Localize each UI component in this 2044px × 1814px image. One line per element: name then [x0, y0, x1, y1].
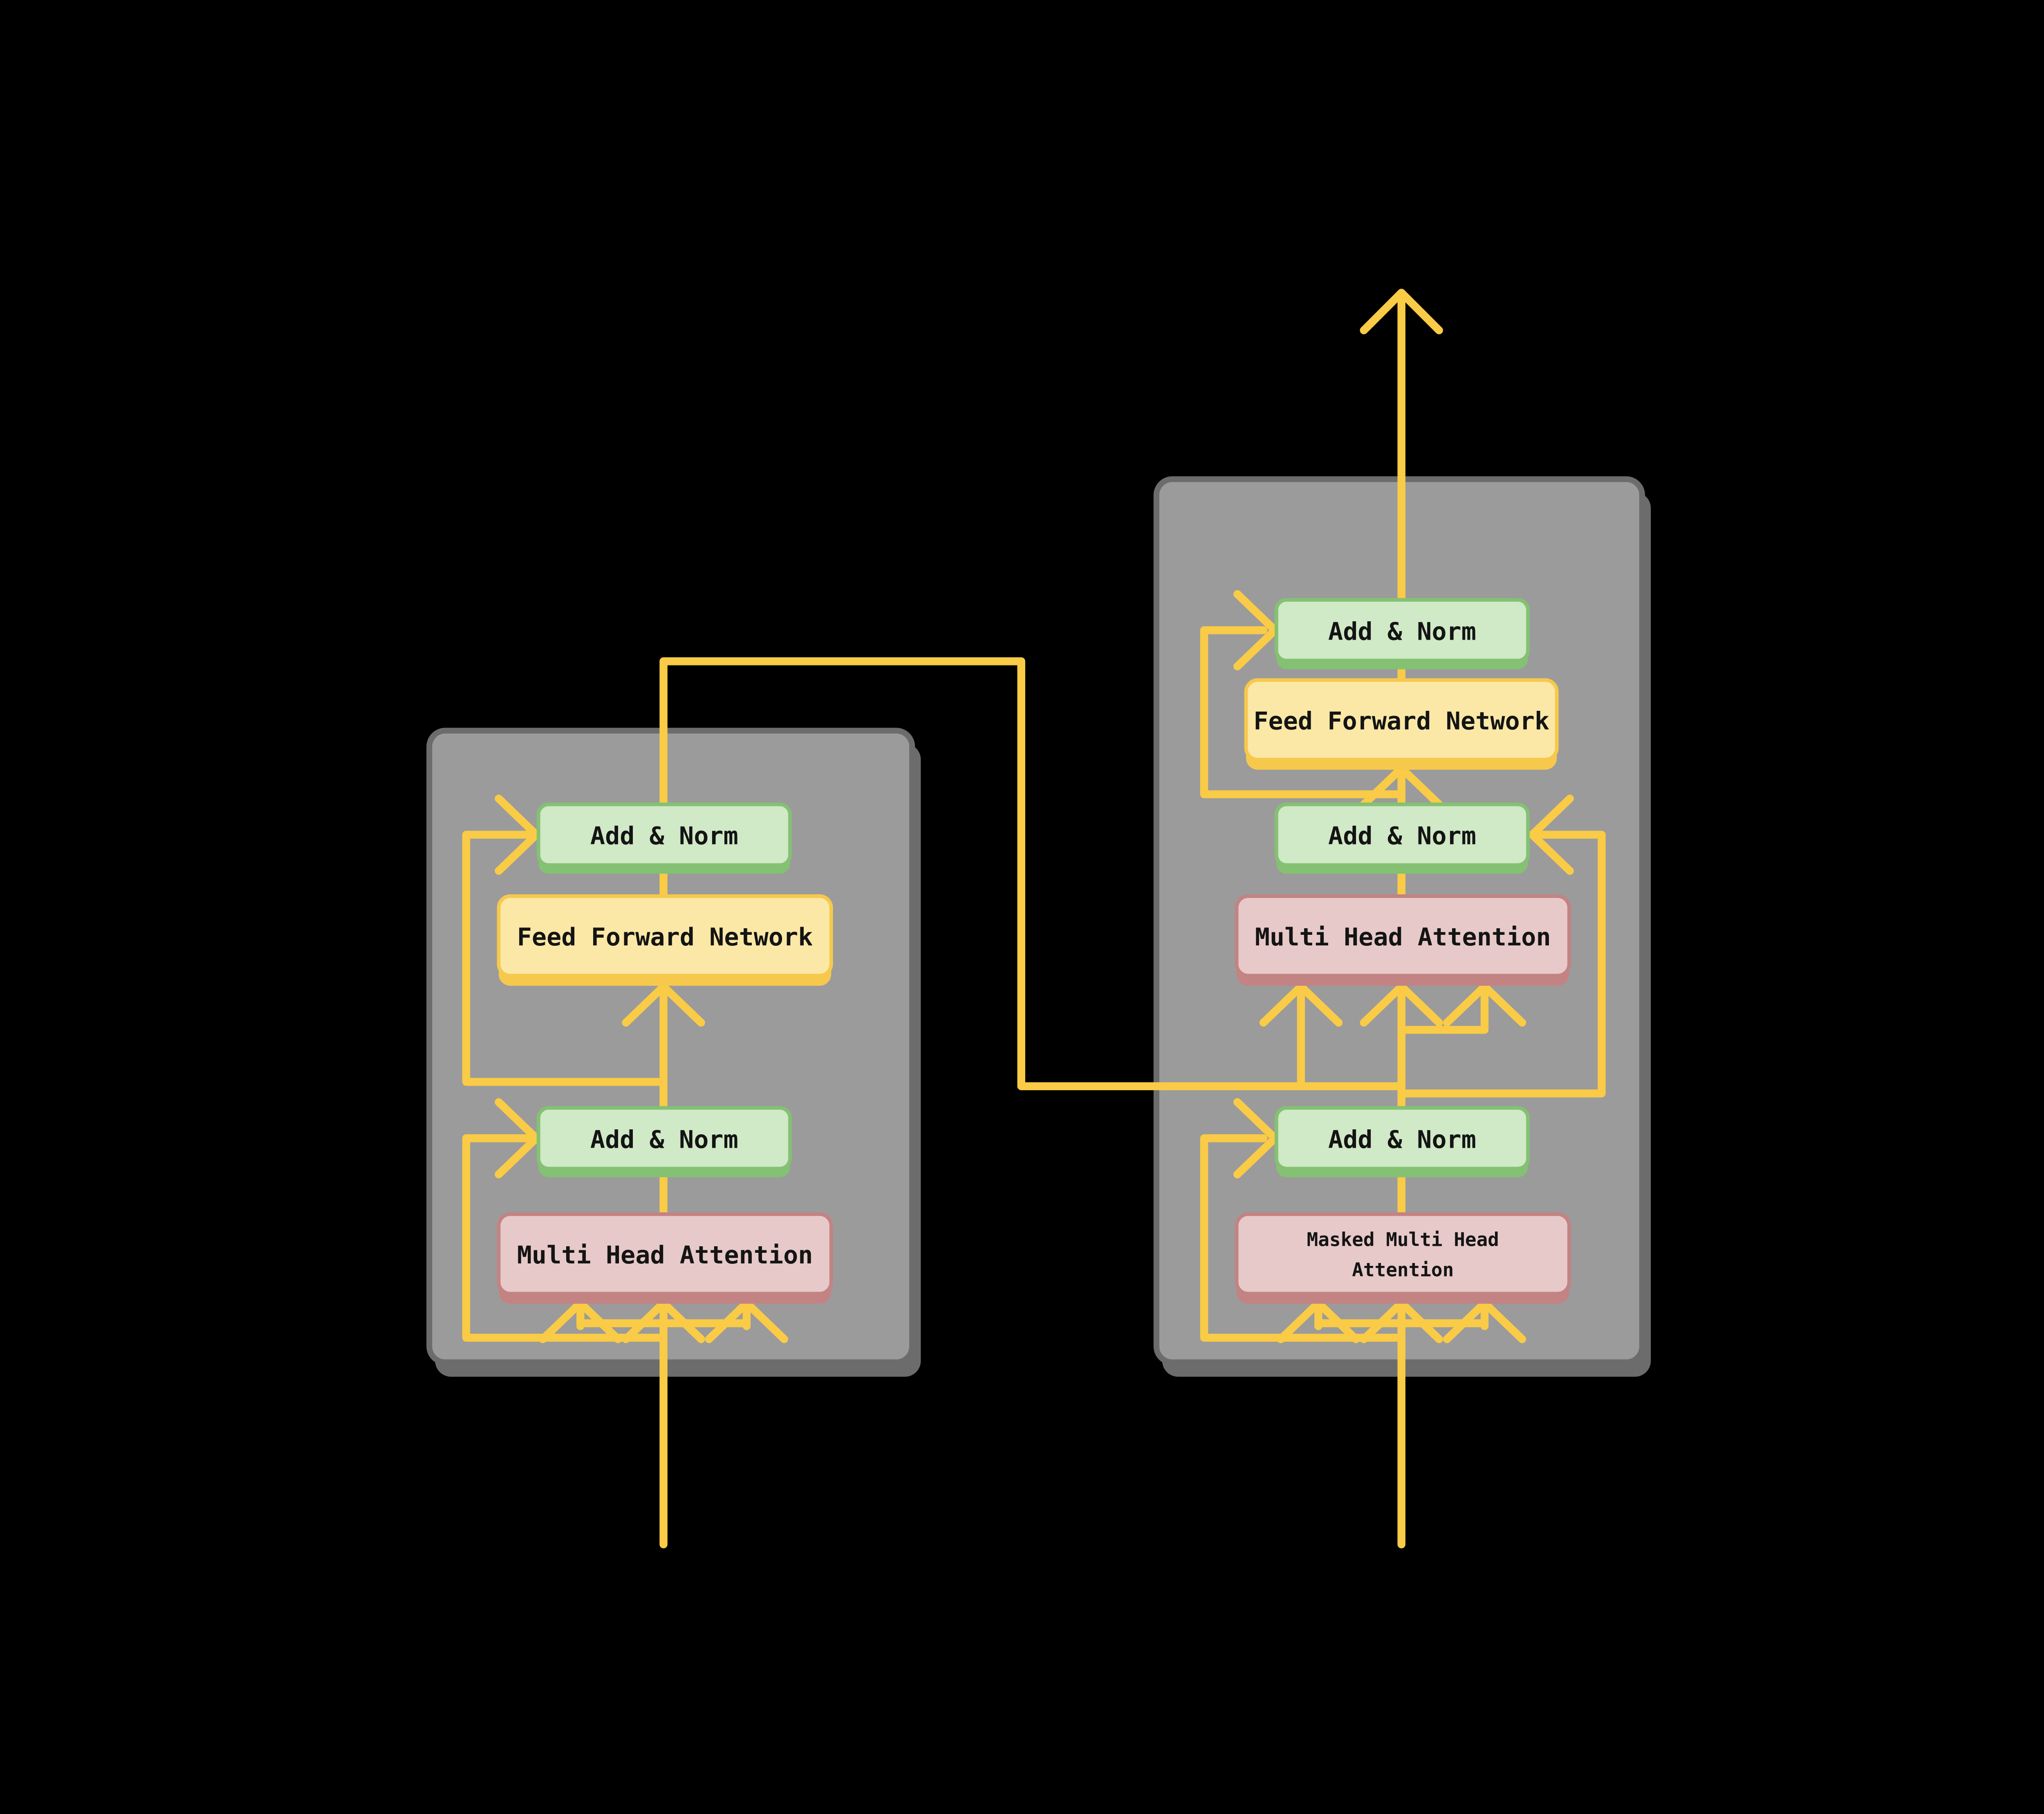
decoder-masked-mha-body [1235, 1212, 1571, 1296]
arrowhead-encoder-addnorm-top [495, 795, 540, 875]
decoder-add-norm-top: Add & Norm [1274, 598, 1530, 670]
decoder-add-norm-bottom-label: Add & Norm [1328, 1125, 1476, 1154]
decoder-add-norm-middle-body [1274, 802, 1530, 867]
decoder-multi-head-attention: Multi Head Attention [1235, 894, 1571, 986]
decoder-add-norm-middle-label: Add & Norm [1328, 822, 1476, 851]
decoder-add-norm-top-label: Add & Norm [1328, 617, 1476, 646]
wire-encoder-skip-bottom [462, 1134, 668, 1342]
wire-decoder-skip-top [1200, 626, 1405, 798]
encoder-add-norm-bottom: Add & Norm [536, 1106, 792, 1178]
arrowhead-decoder-output [1360, 289, 1443, 334]
encoder-panel-body [426, 728, 915, 1365]
decoder-feed-forward-body [1244, 678, 1559, 761]
encoder-feed-forward: Feed Forward Network [497, 894, 833, 986]
arrowhead-decoder-crossattn-left [1259, 982, 1343, 1027]
arrowhead-encoder-ffn [622, 982, 705, 1027]
wire-decoder-query-up [1397, 985, 1489, 1112]
decoder-multi-head-attention-label: Multi Head Attention [1255, 923, 1551, 952]
decoder-feed-forward: Feed Forward Network [1244, 678, 1559, 770]
decoder-add-norm-bottom: Add & Norm [1274, 1106, 1530, 1178]
encoder-add-norm-bottom-body [536, 1106, 792, 1171]
arrowhead-encoder-addnorm-bottom [495, 1098, 540, 1178]
arrowhead-decoder-crossattn-mid [1360, 982, 1443, 1027]
encoder-add-norm-bottom-label: Add & Norm [590, 1125, 738, 1154]
decoder-masked-mha-label-line2: Attention [1352, 1259, 1454, 1281]
decoder-feed-forward-label: Feed Forward Network [1253, 707, 1549, 736]
encoder-add-norm-top-body [536, 802, 792, 867]
wire-decoder-skip-right [1397, 831, 1606, 1097]
decoder-add-norm-bottom-body [1274, 1106, 1530, 1171]
encoder-multi-head-attention-body [497, 1212, 833, 1296]
encoder-multi-head-attention-label: Multi Head Attention [517, 1241, 813, 1270]
decoder-multi-head-attention-body [1235, 894, 1571, 978]
decoder-masked-mha-label-line1: Masked Multi Head [1307, 1228, 1499, 1250]
encoder-add-norm-top-label: Add & Norm [590, 822, 738, 851]
decoder-add-norm-top-body [1274, 598, 1530, 663]
encoder-add-norm-top: Add & Norm [536, 802, 792, 874]
encoder-multi-head-attention: Multi Head Attention [497, 1212, 833, 1304]
wire-decoder-skip-bottom [1200, 1134, 1405, 1342]
arrowhead-decoder-addnorm-middle [1528, 795, 1574, 875]
encoder-feed-forward-body [497, 894, 833, 978]
wire-encoder-skip-top [462, 831, 668, 1086]
arrowhead-decoder-crossattn-right [1443, 982, 1526, 1027]
encoder-feed-forward-label: Feed Forward Network [517, 923, 813, 952]
wire-encoder-to-decoder-bridge [659, 657, 1405, 1091]
decoder-masked-multi-head-attention: Masked Multi Head Attention [1235, 1212, 1571, 1304]
decoder-add-norm-middle: Add & Norm [1274, 802, 1530, 874]
